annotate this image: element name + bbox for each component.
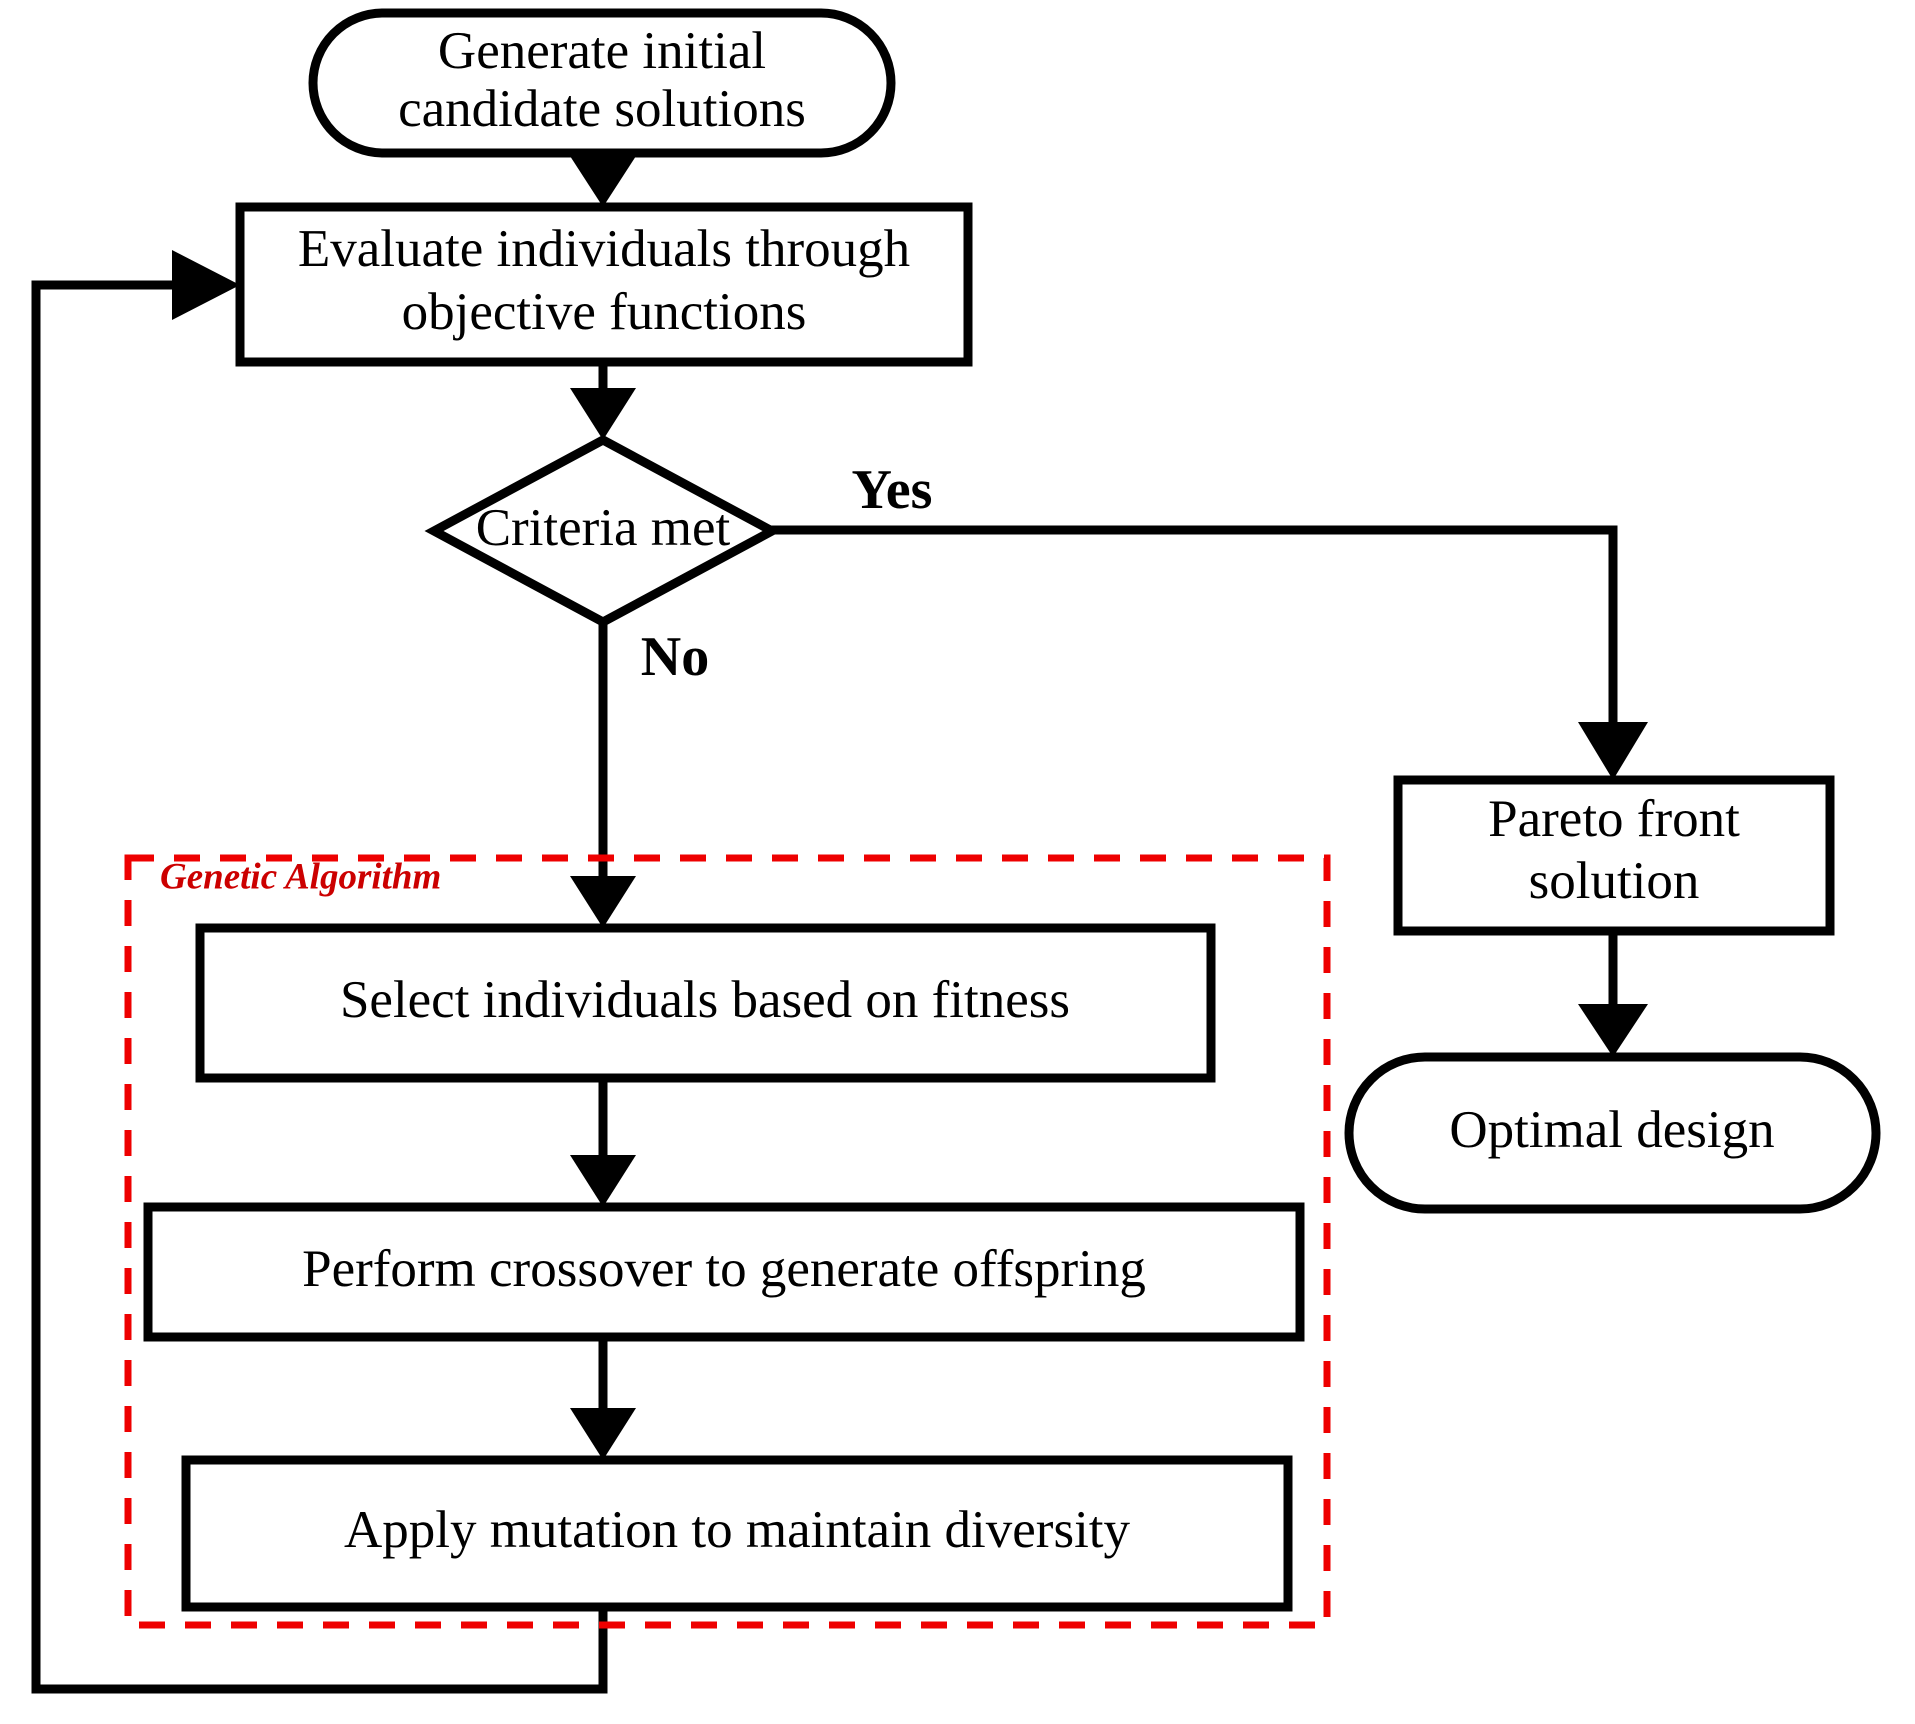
node-apply-mutation[interactable]: Apply mutation to maintain diversity bbox=[181, 1455, 1293, 1612]
edge-decision-to-select bbox=[570, 622, 636, 928]
branch-label-no: No bbox=[641, 626, 709, 688]
pareto-node-label-line1: Pareto front bbox=[1488, 790, 1740, 848]
edge-crossover-to-mutation bbox=[570, 1337, 636, 1460]
select-node-shape bbox=[195, 923, 1216, 1083]
crossover-node-label: Perform crossover to generate offspring bbox=[302, 1240, 1146, 1298]
edge-select-to-crossover bbox=[570, 1077, 636, 1207]
optimal-node-shape bbox=[1344, 1052, 1881, 1214]
edge-evaluate-to-decision bbox=[570, 362, 636, 440]
start-node-label-line1: Generate initial bbox=[438, 22, 766, 80]
mutation-node-shape bbox=[181, 1455, 1293, 1612]
node-select-individuals[interactable]: Select individuals based on fitness bbox=[195, 923, 1216, 1083]
node-criteria-met-decision[interactable]: Criteria met bbox=[424, 434, 782, 628]
start-node-label-line2: candidate solutions bbox=[398, 80, 806, 138]
mutation-node-label: Apply mutation to maintain diversity bbox=[344, 1501, 1131, 1559]
genetic-algorithm-group-box bbox=[124, 854, 1331, 1629]
decision-node-label: Criteria met bbox=[476, 499, 731, 557]
edge-start-to-evaluate bbox=[570, 150, 636, 207]
edge-mutation-to-evaluate-feedback bbox=[31, 250, 608, 1694]
evaluate-node-label-line2: objective functions bbox=[402, 283, 807, 341]
decision-node-shape bbox=[424, 434, 782, 628]
node-perform-crossover[interactable]: Perform crossover to generate offspring bbox=[143, 1202, 1305, 1342]
node-generate-initial-candidate-solutions[interactable]: Generate initial candidate solutions bbox=[308, 8, 896, 158]
node-optimal-design[interactable]: Optimal design bbox=[1344, 1052, 1881, 1214]
evaluate-node-label-line1: Evaluate individuals through bbox=[298, 220, 910, 278]
start-node-shape bbox=[308, 8, 896, 158]
genetic-algorithm-group-label: Genetic Algorithm bbox=[160, 856, 441, 897]
crossover-node-shape bbox=[143, 1202, 1305, 1342]
node-pareto-front-solution[interactable]: Pareto front solution bbox=[1393, 775, 1835, 936]
pareto-node-shape bbox=[1393, 775, 1835, 936]
branch-label-yes: Yes bbox=[852, 459, 933, 521]
evaluate-node-shape bbox=[235, 202, 973, 367]
edge-decision-to-pareto bbox=[770, 525, 1648, 780]
pareto-node-label-line2: solution bbox=[1529, 852, 1700, 910]
optimal-node-label: Optimal design bbox=[1449, 1101, 1774, 1159]
node-evaluate-individuals[interactable]: Evaluate individuals through objective f… bbox=[235, 202, 973, 367]
edge-pareto-to-optimal bbox=[1578, 931, 1648, 1057]
select-node-label: Select individuals based on fitness bbox=[340, 971, 1070, 1029]
